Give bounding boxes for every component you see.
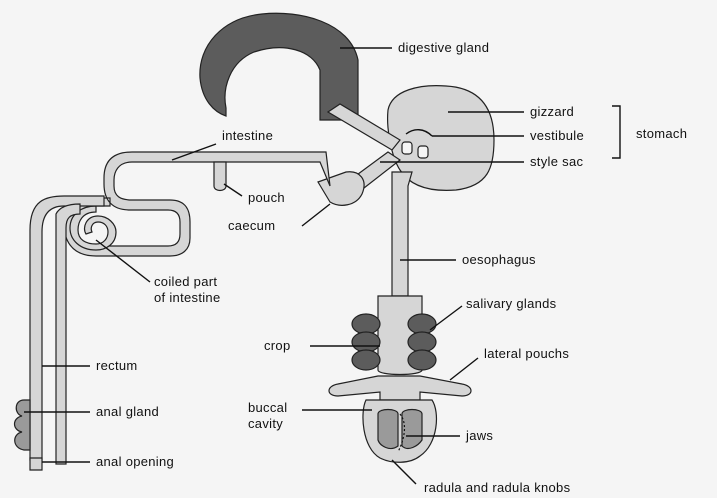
jaws-shape [378,410,398,449]
anal-opening-shape [30,458,42,470]
label-coiled-part-line2: of intestine [154,290,220,305]
caecum-shape [318,172,364,206]
label-rectum: rectum [96,358,138,373]
label-digestive-gland: digestive gland [398,40,489,55]
label-buccal-line2: cavity [248,416,283,431]
salivary-glands-right [408,314,436,370]
vestibule-shape-2 [418,146,428,158]
label-lateral-pouchs: lateral pouchs [484,346,569,361]
buccal-cavity-shape [363,400,437,462]
jaws-shape-2 [402,410,422,449]
label-anal-opening: anal opening [96,454,174,469]
label-crop: crop [264,338,291,353]
label-caecum: caecum [228,218,275,233]
label-salivary-glands: salivary glands [466,296,557,311]
pouch-shape [214,162,226,191]
vestibule-shape [402,142,412,154]
label-oesophagus: oesophagus [462,252,536,267]
label-stomach: stomach [636,126,687,141]
label-coiled-part-line1: coiled part [154,274,217,289]
anal-gland-shape [15,400,31,450]
label-intestine: intestine [222,128,273,143]
oesophagus-shape [392,172,412,296]
label-anal-gland: anal gland [96,404,159,419]
label-jaws: jaws [465,428,493,443]
salivary-glands-left [352,314,380,370]
label-radula: radula and radula knobs [424,480,571,495]
label-style-sac: style sac [530,154,583,169]
label-pouch: pouch [248,190,285,205]
label-vestibule: vestibule [530,128,584,143]
digestive-gland-shape [200,13,358,120]
label-buccal-line1: buccal [248,400,287,415]
label-gizzard: gizzard [530,104,574,119]
